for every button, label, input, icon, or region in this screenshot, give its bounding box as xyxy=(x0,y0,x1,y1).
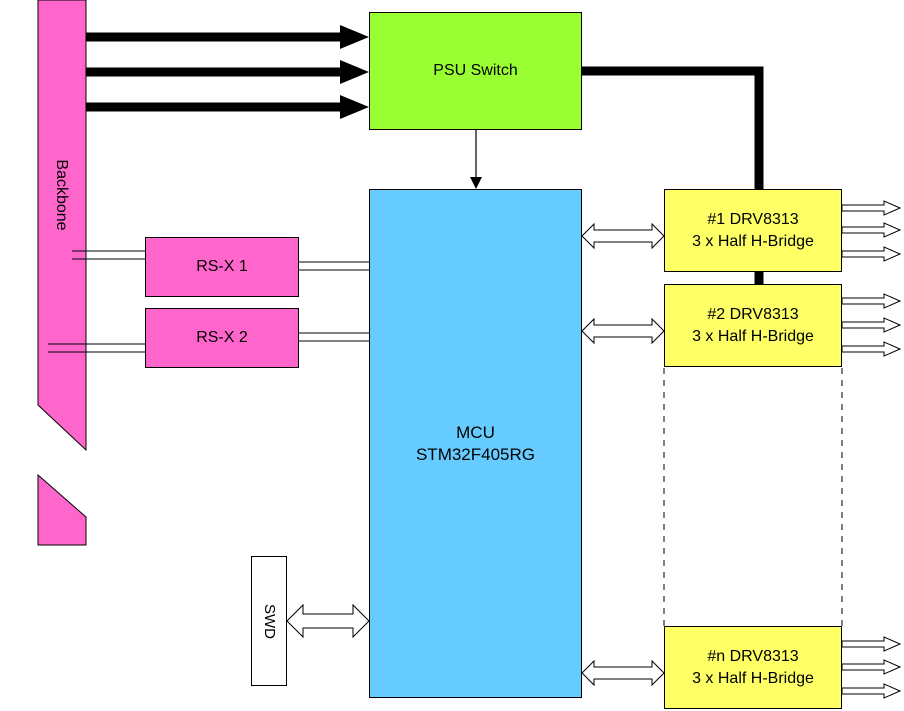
swd-double-arrow xyxy=(286,603,370,639)
driver-output-arrows xyxy=(841,200,902,699)
spi-double-arrows xyxy=(581,222,665,687)
driver-n-block: #n DRV8313 3 x Half H-Bridge xyxy=(664,626,842,709)
mcu-label: MCU xyxy=(456,422,495,442)
swd-block: SWD xyxy=(251,556,287,686)
backbone-bar xyxy=(37,0,87,452)
driver-n-name: #n DRV8313 xyxy=(707,647,799,665)
driver-1-block: #1 DRV8313 3 x Half H-Bridge xyxy=(664,189,842,272)
driver-2-name: #2 DRV8313 xyxy=(707,305,799,323)
mcu-block: MCU STM32F405RG xyxy=(369,189,582,698)
driver-n-desc: 3 x Half H-Bridge xyxy=(692,669,814,687)
driver-1-desc: 3 x Half H-Bridge xyxy=(692,232,814,250)
rs-x1-label: RS-X 1 xyxy=(196,258,248,275)
backbone-bar-end xyxy=(37,473,87,546)
driver-2-desc: 3 x Half H-Bridge xyxy=(692,327,814,345)
rs-x2-block: RS-X 2 xyxy=(145,308,299,368)
psu-switch-label: PSU Switch xyxy=(433,62,518,79)
rs-x1-block: RS-X 1 xyxy=(145,237,299,297)
motor-power-line xyxy=(582,66,764,189)
psu-to-mcu-arrow xyxy=(470,130,482,189)
psu-switch-block: PSU Switch xyxy=(369,12,582,130)
driver-2-block: #2 DRV8313 3 x Half H-Bridge xyxy=(664,284,842,367)
swd-label: SWD xyxy=(260,603,278,639)
mcu-part-number: STM32F405RG xyxy=(415,444,536,464)
rs-x2-label: RS-X 2 xyxy=(196,329,248,346)
driver-continuation-lines xyxy=(663,368,843,626)
rs-bus-lines xyxy=(48,250,369,353)
driver-1-name: #1 DRV8313 xyxy=(707,210,799,228)
power-bus-arrows xyxy=(86,25,369,119)
backbone-label: Backbone xyxy=(53,159,70,231)
